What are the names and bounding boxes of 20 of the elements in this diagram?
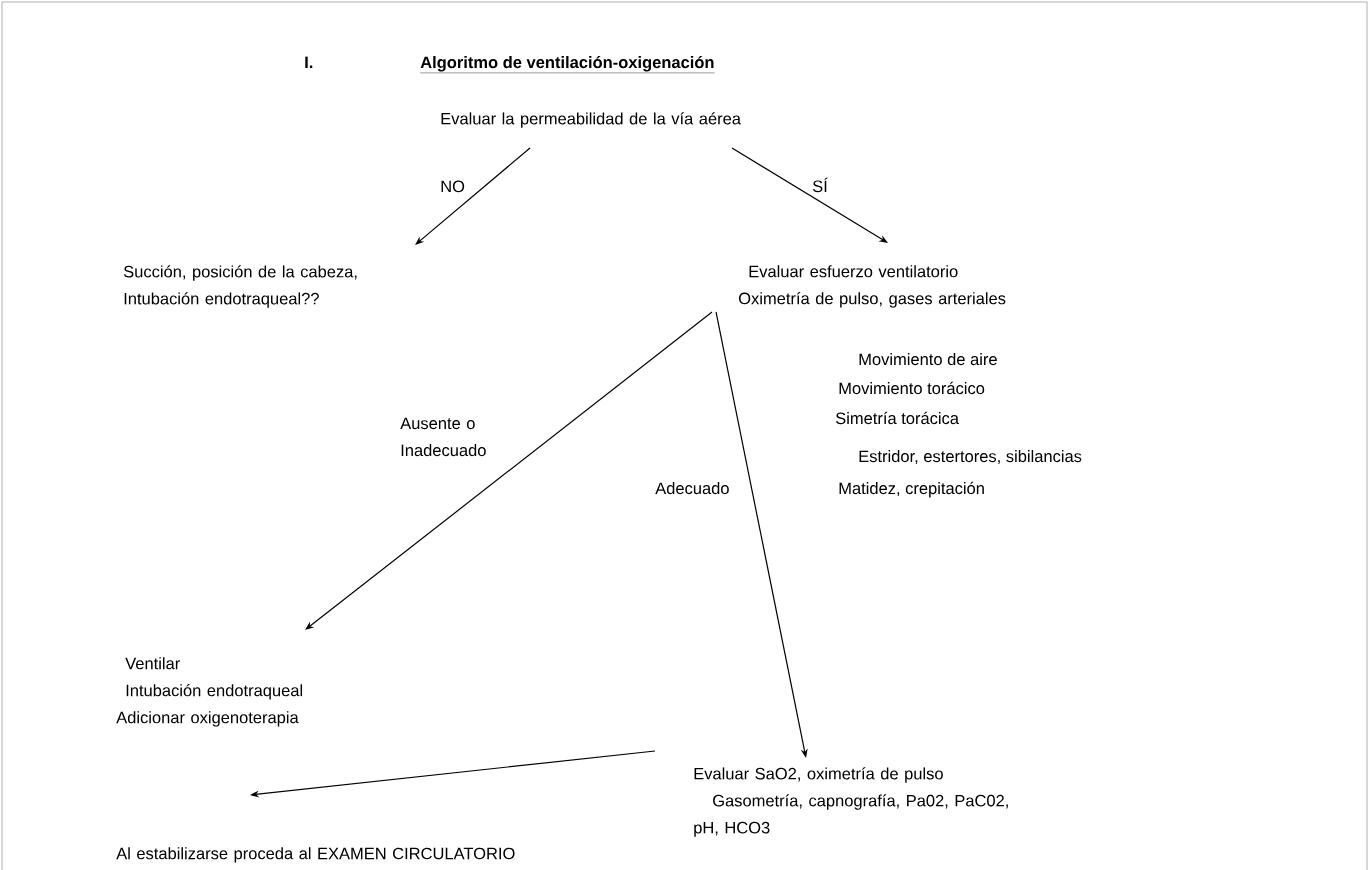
edge-label: SÍ [812, 177, 828, 193]
section-number: I. [305, 56, 313, 68]
checklist-item: Estridor, estertores, sibilancias [859, 450, 1082, 465]
arrow [415, 147, 531, 245]
arrow [305, 311, 713, 630]
checklist-item: Matidez, crepitación [839, 481, 984, 498]
checklist-item: Simetría torácica [835, 411, 959, 425]
flow-step: Al estabilizarse proceda al EXAMEN CIRCULATORIO [116, 847, 515, 863]
flow-step: Ventilar Intubación endotraqueal Adicionar oxigenoterapia [116, 657, 303, 727]
edge-label: NO [441, 180, 465, 193]
edge-label: Ausente o Inadecuado [400, 417, 486, 457]
flow-step: Evaluar la permeabilidad de la vía aérea [441, 112, 741, 128]
arrow [731, 147, 888, 243]
flow-step: Evaluar SaO2, oximetría de pulso Gasometría, capnografía, Pa02, PaC02, pH, HCO3 [694, 767, 1008, 837]
checklist-item: Movimiento torácico [839, 381, 985, 395]
edge-label: Adecuado [655, 482, 729, 495]
title: Algoritmo de ventilación-oxigenación [420, 55, 715, 74]
flow-step: Evaluar esfuerzo ventilatorio Oximetría de pulso, gases arteriales [739, 265, 1006, 308]
flow-step: Succión, posición de la cabeza, Intubación endotraqueal?? [123, 265, 357, 308]
checklist-item: Movimiento de aire [859, 353, 997, 366]
